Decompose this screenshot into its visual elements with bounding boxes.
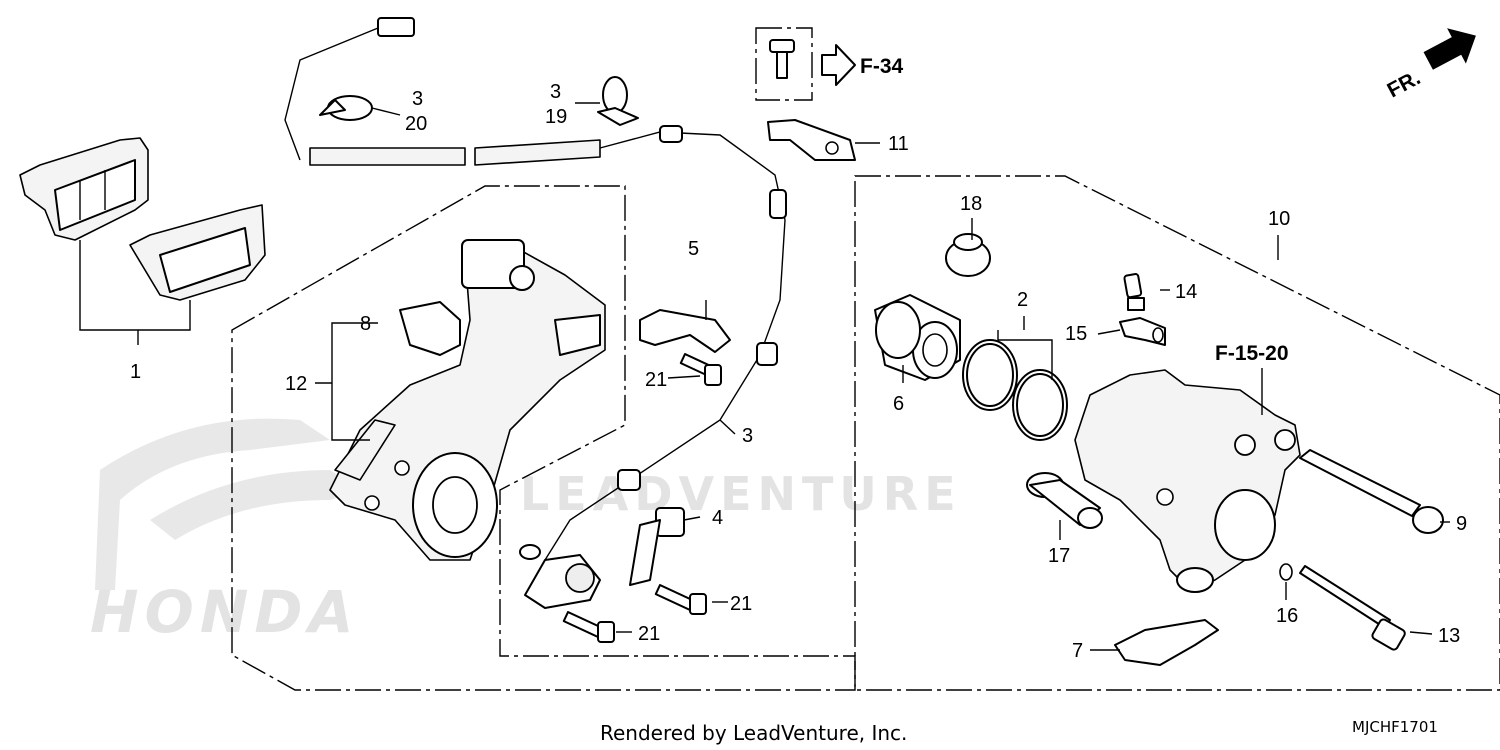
caliper-bracket-group-outline	[231, 185, 856, 691]
bleeder-cap-15	[1119, 317, 1166, 346]
diagram-code: MJCHF1701	[1352, 718, 1438, 736]
callout-10: 10	[1268, 208, 1290, 230]
flange-bolt-21a	[679, 353, 722, 386]
piston-seal-cap-18	[945, 233, 991, 277]
honda-watermark: HONDA	[90, 418, 360, 646]
speed-sensor-4	[629, 507, 685, 586]
clamp-20	[319, 95, 373, 121]
piston-seals-2	[962, 339, 1068, 441]
pad-spring-8	[399, 301, 461, 356]
callout-9: 9	[1456, 513, 1467, 535]
reference-f1520: F-15-20	[1215, 342, 1289, 365]
callout-3-clamp-a: 3	[412, 88, 423, 110]
svg-text:HONDA: HONDA	[90, 578, 359, 646]
callout-17: 17	[1048, 545, 1070, 567]
callout-4: 4	[712, 507, 723, 529]
footer-credit: Rendered by LeadVenture, Inc.	[600, 721, 907, 745]
brake-pad-set	[19, 137, 266, 301]
bleeder-valve-14	[1123, 273, 1145, 311]
pad-shim-12	[334, 419, 396, 481]
callout-15: 15	[1065, 323, 1087, 345]
leadventure-watermark: LEADVENTURE	[520, 467, 962, 521]
flange-bolt-21b	[654, 583, 707, 615]
clamp-19	[597, 76, 639, 126]
slide-pin-17	[1026, 472, 1103, 529]
callout-18: 18	[960, 193, 982, 215]
front-direction-label: FR.	[1384, 66, 1425, 102]
callout-21-middle: 21	[730, 593, 752, 615]
front-direction-arrow-icon	[1423, 28, 1476, 70]
flange-bolt-21c	[562, 611, 615, 643]
callout-12: 12	[285, 373, 307, 395]
pad-spring-7	[1114, 619, 1219, 666]
callout-13: 13	[1438, 625, 1460, 647]
callout-3-hose: 3	[742, 425, 753, 447]
caliper-bracket	[329, 239, 606, 561]
wire-guide-11	[767, 119, 856, 161]
caliper-assembly-group-outline	[854, 175, 1500, 691]
piston-6	[874, 294, 961, 381]
caliper-body	[1074, 369, 1301, 593]
sensor-plate	[519, 544, 601, 609]
washer-16	[1279, 563, 1293, 581]
callout-1: 1	[130, 361, 141, 383]
callout-6: 6	[893, 393, 904, 415]
callout-3-clamp-b: 3	[550, 81, 561, 103]
callout-19: 19	[545, 106, 567, 128]
sensor-bracket-5	[639, 309, 731, 353]
reference-arrow-icon	[821, 44, 856, 86]
callout-7: 7	[1072, 640, 1083, 662]
bolt-reference-box	[755, 27, 813, 101]
reference-bolt	[769, 39, 795, 79]
callout-2: 2	[1017, 289, 1028, 311]
callout-8: 8	[360, 313, 371, 335]
callout-14: 14	[1175, 281, 1197, 303]
abs-sensor-wire	[284, 17, 787, 561]
callout-11: 11	[888, 133, 909, 155]
callout-5: 5	[688, 238, 699, 260]
callout-20: 20	[405, 113, 427, 135]
callout-21-upper: 21	[645, 369, 667, 391]
callout-16: 16	[1276, 605, 1298, 627]
pin-bolt-13	[1299, 565, 1406, 651]
pin-bolt-9	[1299, 449, 1444, 534]
reference-f34: F-34	[860, 55, 904, 78]
callout-21-lower: 21	[638, 623, 660, 645]
